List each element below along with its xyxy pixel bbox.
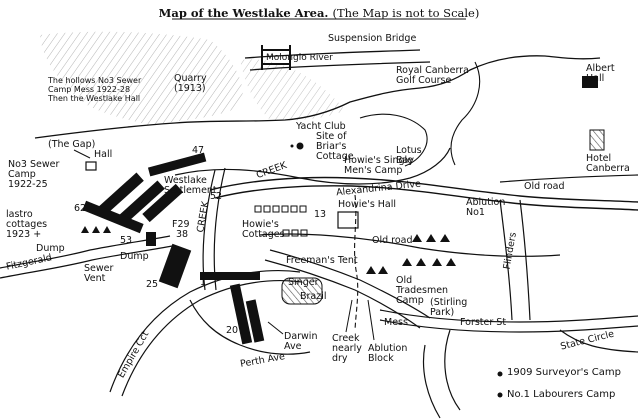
darwin-ave-pointer (267, 321, 284, 335)
legend-surveyors-dot (497, 371, 503, 377)
alexandrina-drive-2 (214, 185, 638, 211)
mid-road-2 (264, 259, 421, 329)
label-n53: 53 (120, 235, 133, 246)
label-no3-sewer: No3 Sewer Camp 1922-25 (8, 159, 60, 190)
label-quarry: Quarry (1913) (174, 73, 207, 94)
mid-road (269, 249, 431, 319)
label-n38: 38 (176, 229, 189, 240)
gap-arrow (73, 149, 91, 159)
map-title: Map of the Westlake Area. (The Map is no… (0, 6, 638, 20)
perth-ave (189, 299, 311, 355)
label-hall: Hall (94, 149, 113, 160)
label-old-tradesmen: Old Tradesmen Camp (396, 275, 449, 306)
hotel-canberra-building (589, 129, 605, 151)
label-suspension-bridge: Suspension Bridge (328, 33, 417, 44)
old-road-lower (259, 233, 561, 257)
label-n62: 62 (74, 203, 87, 214)
forster-st (379, 309, 638, 323)
creek-nearly-dry-pointer (345, 299, 353, 333)
label-n13: 13 (314, 209, 327, 220)
label-old-road: Old road (524, 181, 565, 192)
legend-labourers-dot (497, 392, 503, 398)
label-creek-nearly-dry: Creek nearly dry (332, 333, 362, 364)
label-howies-hall: Howie's Hall (338, 199, 397, 210)
label-gap: (The Gap) (48, 139, 96, 150)
label-old-road2: Old road (372, 235, 413, 246)
golf-course-edge (450, 61, 481, 166)
lake-shoreline (34, 55, 601, 139)
label-molonglo-river: Molonglo River (266, 53, 333, 63)
molonglo-river-bank-1 (244, 49, 421, 59)
label-n25: 25 (146, 279, 159, 290)
label-forster-st: Forster St (460, 317, 507, 328)
hall-building (85, 161, 97, 171)
tents (81, 226, 456, 274)
howies-cottages-boxes (254, 205, 308, 237)
label-howies-cottages: Howie's Cottages (242, 219, 285, 240)
briars-marker (290, 144, 294, 148)
hills-upper-mid (240, 59, 345, 121)
label-dump-mid: Dump (120, 251, 149, 262)
label-mess: Mess (384, 317, 408, 328)
lower-shoreline (174, 147, 451, 185)
label-golf-course: Royal Canberra Golf Course (396, 65, 469, 86)
settlement-blocks (82, 152, 359, 345)
legend-labourers: No.1 Labourers Camp (507, 389, 616, 400)
label-albert-hall: Albert Hall (586, 63, 615, 84)
fitzgerald-st-2 (0, 245, 173, 279)
alexandrina-drive (209, 176, 638, 203)
empire-circuit (109, 270, 301, 393)
label-singer: Singer (288, 277, 319, 288)
legend-surveyors: 1909 Surveyor's Camp (507, 367, 621, 378)
yacht-club-marker (296, 142, 304, 150)
creek-bed (354, 194, 359, 331)
state-circle-2 (422, 344, 441, 419)
hills-upper-left (40, 31, 243, 125)
state-circle (444, 329, 638, 411)
flinders-way (499, 199, 513, 321)
map-title-text: Map of the Westlake Area. (158, 6, 329, 20)
singer-brazil-block (281, 277, 323, 305)
label-lastro: lastro cottages 1923 + (6, 209, 48, 240)
label-sewer-vent: Sewer Vent (84, 263, 114, 284)
label-briars: Site of Briar's Cottage (316, 131, 354, 162)
molonglo-river-bank-2 (249, 61, 431, 71)
label-hollows: The hollows No3 Sewer Camp Mess 1922-28 … (48, 76, 142, 103)
label-freemans-tent: Freeman's Tent (286, 255, 358, 266)
label-stirling-park: (Stirling Park) (430, 297, 468, 318)
label-lotus-bay: Lotus Bay (396, 145, 422, 166)
label-dump-left: Dump (36, 243, 65, 254)
albert-hall-building (582, 76, 598, 88)
old-road-upper (499, 174, 638, 183)
label-hotel-canberra: Hotel Canberra (586, 153, 630, 174)
flinders-way-2 (519, 199, 531, 321)
lotus-bay-shore (359, 113, 428, 167)
label-f29: F29 (172, 219, 190, 230)
empire-circuit-2 (121, 280, 303, 397)
label-westlake-settlement: Westlake Settlement (164, 175, 217, 196)
label-brazil: Brazil (300, 291, 327, 302)
label-darwin-ave: Darwin Ave (284, 331, 318, 352)
scale-note: (The Map is not to Scale) (332, 6, 480, 20)
label-n47: 47 (192, 145, 205, 156)
label-howies-single: Howie's Single Men's Camp (344, 155, 413, 176)
label-yacht-club: Yacht Club (296, 121, 346, 132)
label-n52: 52 (210, 191, 223, 202)
label-ablution-block: Ablution Block (368, 343, 408, 364)
ablution-block-pointer (367, 299, 375, 341)
label-ablution-no1: Ablution No1 (466, 197, 506, 218)
label-n1: 1 (200, 277, 207, 288)
label-n20: 20 (226, 325, 239, 336)
